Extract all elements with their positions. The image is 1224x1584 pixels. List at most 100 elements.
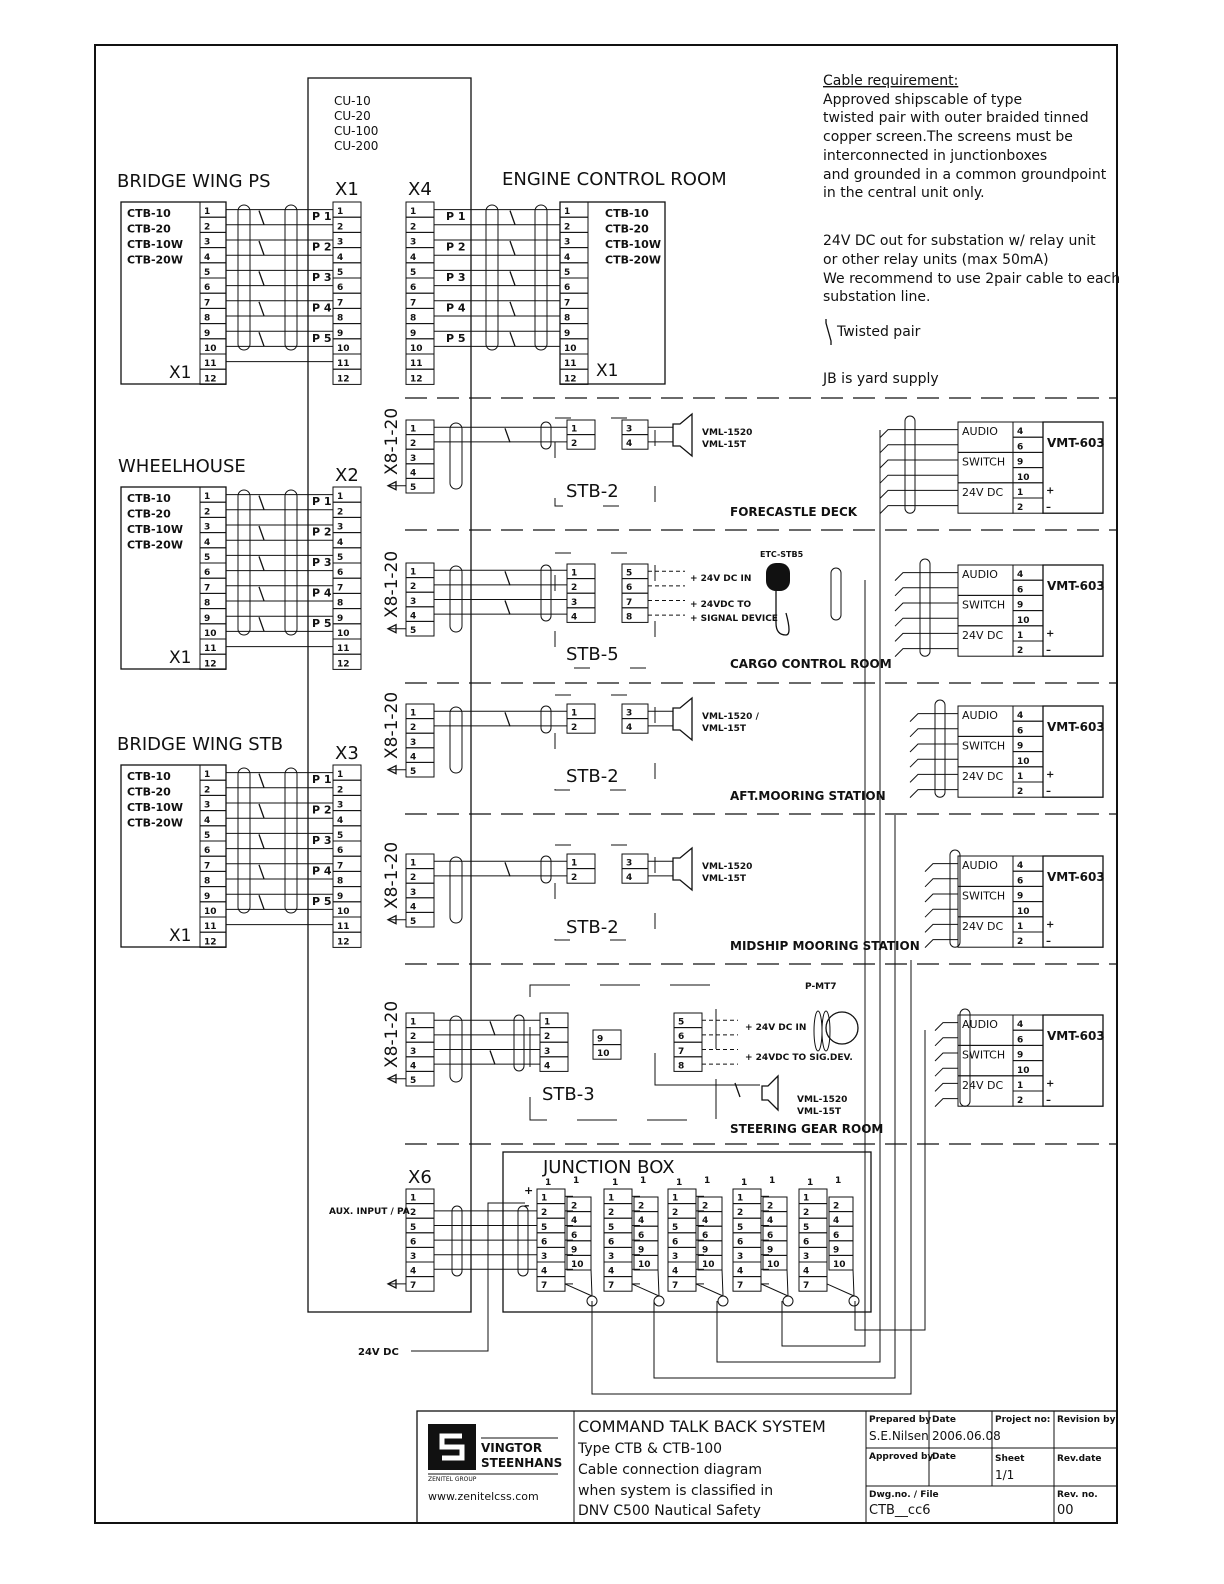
vmt-label: SWITCH [962,1048,1005,1061]
terminal-number: 3 [803,1252,809,1262]
station-model: CTB-10 [127,492,171,505]
station-model: CTB-10W [127,801,183,814]
twisted-pair-mark [734,1082,741,1098]
vmt-label-box [957,766,1014,798]
terminal-number: 3 [204,238,210,248]
x8-label: X8-1-20 [382,842,402,909]
jb-wire [590,1269,593,1297]
ground-arrow [386,914,397,925]
twisted-pair-mark [509,210,516,225]
terminal-number: 12 [337,374,350,384]
terminal-cell [633,1254,659,1271]
cable-line-2: twisted pair with outer braided tinned [823,110,1089,126]
terminal-number: 5 [337,831,343,841]
station-model: CTB-20 [127,786,171,799]
terminal-number: 4 [626,873,632,883]
station-model: CTB-20W [127,539,183,552]
twisted-pair-mark [258,240,265,256]
terminal-number: 2 [1017,503,1023,513]
jb-pin-1: 1 [640,1176,646,1186]
cable-screen [919,558,931,657]
terminal-number: 4 [410,752,416,762]
cable-screen [513,1014,525,1072]
cable-screen [449,706,463,774]
cu-model-3: CU-100 [334,124,378,138]
terminal-number: 6 [204,846,210,856]
section-separators [405,397,1117,1145]
x8-label: X8-1-20 [382,692,402,759]
terminal-number: 3 [410,888,416,898]
ground-arrow [386,764,397,775]
speaker-model: VML-15T [702,440,747,450]
terminal-number: 1 [672,1194,678,1204]
twisted-pair-mark [489,1021,496,1036]
vmt-label-box [957,916,1014,948]
vmt-label: SWITCH [962,598,1005,611]
pair-label: P 4 [312,864,332,877]
twisted-pair-mark [258,586,265,602]
pair-label: P 3 [312,834,332,847]
terminal-number: 5 [204,268,210,278]
jb-pin-1: 1 [545,1178,551,1188]
terminal-number: 1 [1017,1081,1023,1091]
terminal-number: 10 [638,1260,651,1270]
terminal-number: 6 [337,283,343,293]
terminal-number: 6 [1017,1035,1023,1045]
twisted-pair-mark [258,495,265,510]
terminal-number: 1 [410,1018,416,1028]
vmt-wire [909,713,958,722]
terminal-number: 4 [1017,427,1023,437]
io-label: + 24V DC IN [745,1023,806,1033]
vmt-wire [924,863,958,872]
terminal-number: 10 [1017,757,1030,767]
vmt-wire [909,728,958,738]
terminal-number: 9 [337,329,343,339]
terminal-number: 2 [833,1202,839,1212]
vmt-minus: – [1046,936,1051,947]
terminal-number: 2 [737,1208,743,1218]
jb-wire [852,1269,855,1297]
stb-terminal-left: 12 [566,419,596,450]
vmt-wire [934,1022,958,1031]
terminal-number: 9 [638,1245,644,1255]
terminal-number: 4 [410,468,416,478]
terminal-number: 1 [204,207,210,217]
jb-wire [826,1283,855,1297]
junction-box-title: JUNCTION BOX [542,1157,675,1178]
cable-screen [284,489,298,636]
terminal-number: 2 [672,1208,678,1218]
vmt-feed-wire [653,815,896,1379]
sheet-value: 1/1 [995,1468,1014,1482]
terminal-number: 2 [564,222,570,232]
vmt-label: 24V DC [962,486,1003,499]
terminal-number: 4 [541,1267,547,1277]
vmt-feed-wire [591,960,912,1395]
terminal-number: 4 [204,816,210,826]
terminal-number: 12 [337,659,350,669]
vmt-minus: – [1046,502,1051,513]
terminal-number: 9 [1017,601,1023,611]
station-model: CTB-20 [127,223,171,236]
vmt-model: VMT-603 [1047,1029,1105,1043]
terminal-number: 5 [737,1223,743,1233]
terminal-number: 6 [337,568,343,578]
terminal-number: 7 [337,583,343,593]
terminal-number: 6 [608,1237,614,1247]
headset-model: P-MT7 [805,982,837,992]
x8-label: X8-1-20 [382,408,402,475]
terminal-number: 4 [410,1061,416,1071]
terminal-number: 4 [638,1216,644,1226]
terminal-number: 2 [410,439,416,449]
speaker-model: VML-1520 / [702,712,760,722]
terminal-cell [199,368,227,385]
dwg-value: CTB__cc6 [869,1503,931,1518]
